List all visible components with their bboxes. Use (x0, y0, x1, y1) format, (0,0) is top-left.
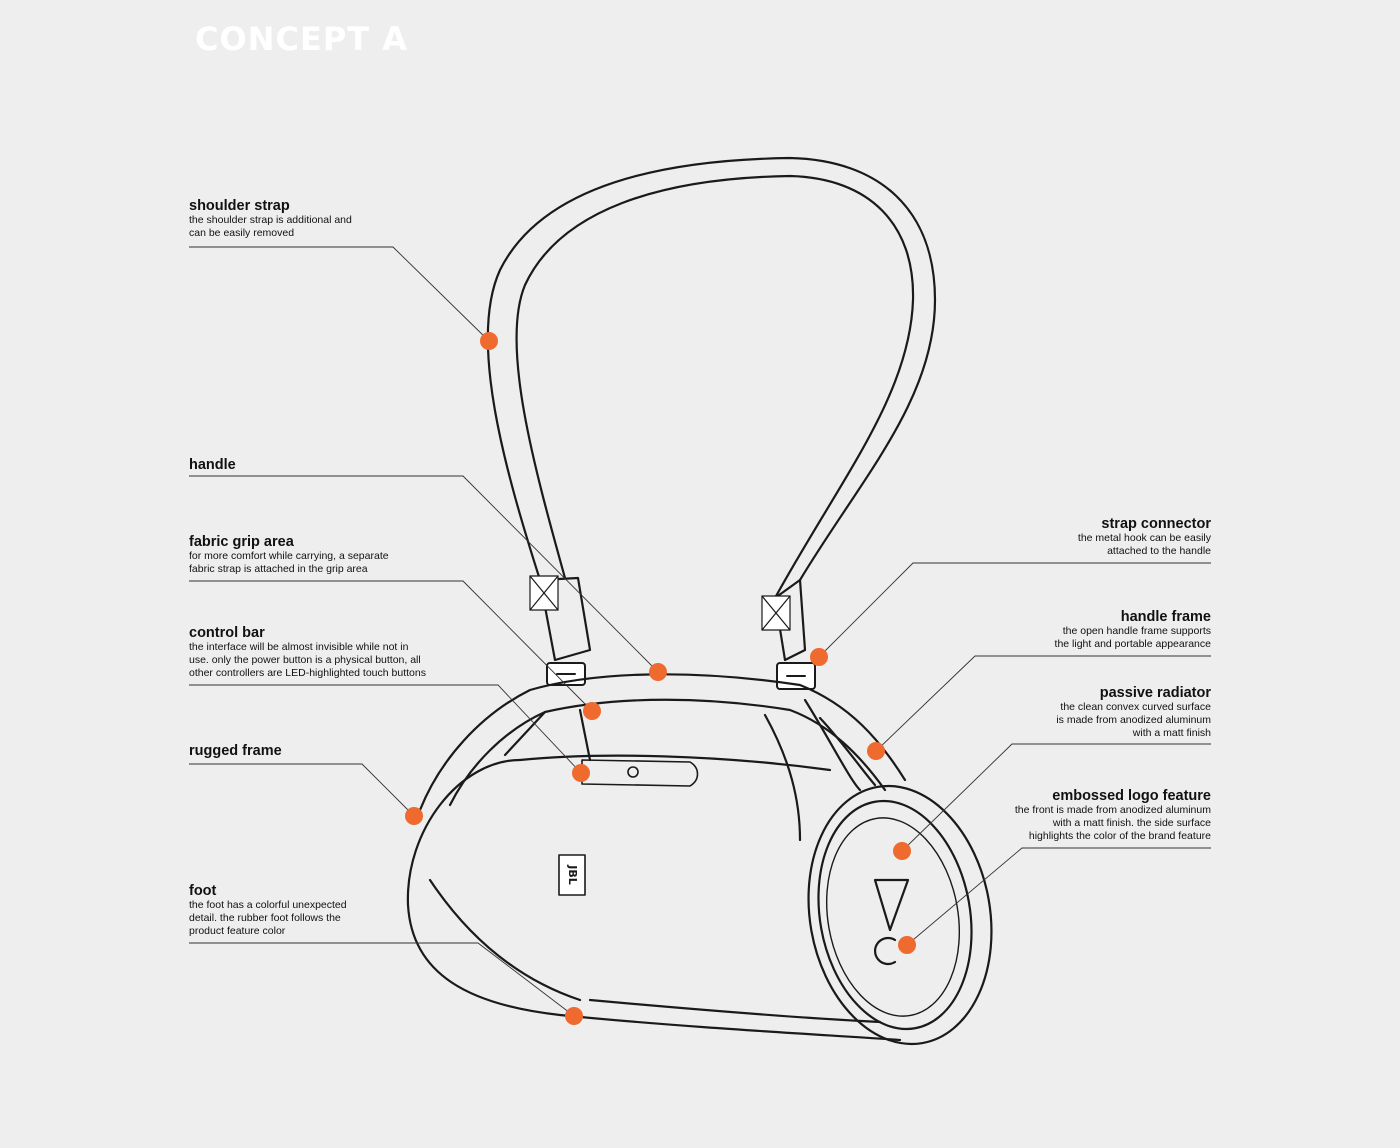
marker-control-bar (572, 764, 590, 782)
label-desc-line: is made from anodized aluminum (1056, 714, 1211, 726)
leader-lines (189, 246, 1211, 1017)
label-title: passive radiator (1099, 685, 1211, 701)
marker-foot (565, 1007, 583, 1025)
marker-shoulder-strap (480, 332, 498, 350)
marker-handle-frame (867, 742, 885, 760)
label-control-bar: control bar the interface will be almost… (189, 625, 509, 680)
label-rugged-frame: rugged frame (189, 743, 509, 759)
label-strap-connector: strap connector the metal hook can be ea… (891, 516, 1211, 558)
label-passive-radiator: passive radiator the clean convex curved… (891, 685, 1211, 740)
label-title: rugged frame (189, 743, 282, 759)
jbl-badge: JBL (558, 854, 586, 896)
label-desc-line: detail. the rubber foot follows the (189, 912, 341, 924)
label-desc-line: the front is made from anodized aluminum (1014, 804, 1211, 816)
label-desc-line: attached to the handle (1107, 545, 1211, 557)
label-title: shoulder strap (189, 198, 290, 214)
label-foot: foot the foot has a colorful unexpected … (189, 883, 509, 938)
label-desc-line: the interface will be almost invisible w… (189, 641, 409, 653)
label-desc-line: with a matt finish. the side surface (1052, 817, 1211, 829)
label-desc-line: the shoulder strap is additional and (189, 214, 352, 226)
label-desc-line: the foot has a colorful unexpected (189, 899, 347, 911)
label-desc-line: fabric strap is attached in the grip are… (189, 563, 368, 575)
marker-strap-connector (810, 648, 828, 666)
callout-markers (405, 332, 916, 1025)
marker-handle (649, 663, 667, 681)
label-embossed-logo-feature: embossed logo feature the front is made … (891, 788, 1211, 843)
label-desc-line: product feature color (189, 925, 286, 937)
label-title: control bar (189, 625, 265, 641)
label-handle: handle (189, 457, 509, 473)
label-desc-line: highlights the color of the brand featur… (1028, 830, 1211, 842)
label-desc-line: can be easily removed (189, 227, 295, 239)
label-desc-line: for more comfort while carrying, a separ… (189, 550, 389, 562)
label-desc-line: the metal hook can be easily (1077, 532, 1211, 544)
label-shoulder-strap: shoulder strap the shoulder strap is add… (189, 198, 509, 240)
marker-passive-radiator (893, 842, 911, 860)
label-handle-frame: handle frame the open handle frame suppo… (891, 609, 1211, 651)
label-title: foot (189, 883, 217, 899)
label-desc-line: use. only the power button is a physical… (189, 654, 421, 666)
speaker-body-drawing (406, 754, 902, 1042)
strap-hooks (546, 662, 816, 690)
label-fabric-grip-area: fabric grip area for more comfort while … (189, 534, 509, 576)
label-title: handle (189, 457, 236, 473)
handle-frame-drawing (418, 673, 907, 842)
marker-embossed-logo (898, 936, 916, 954)
label-title: fabric grip area (189, 534, 294, 550)
passive-radiator-drawing (807, 784, 993, 1046)
label-desc-line: the clean convex curved surface (1060, 701, 1211, 713)
marker-rugged-frame (405, 807, 423, 825)
label-desc-line: the light and portable appearance (1054, 638, 1211, 650)
marker-fabric-grip-area (583, 702, 601, 720)
label-desc-line: other controllers are LED-highlighted to… (189, 667, 426, 679)
label-desc-line: the open handle frame supports (1062, 625, 1211, 637)
strap-patches (529, 575, 791, 631)
label-desc-line: with a matt finish (1132, 727, 1211, 739)
label-title: handle frame (1120, 609, 1211, 625)
svg-text:JBL: JBL (566, 864, 579, 885)
label-title: embossed logo feature (1052, 788, 1211, 804)
control-bar-drawing (581, 759, 699, 787)
page-title: CONCEPT A (195, 20, 408, 58)
label-title: strap connector (1101, 516, 1211, 532)
